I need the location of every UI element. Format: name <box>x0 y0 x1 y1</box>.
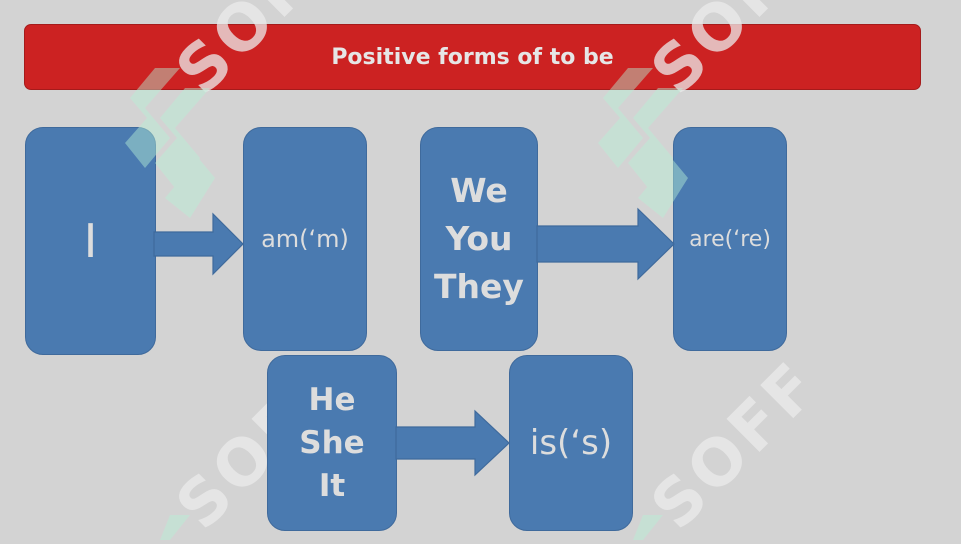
pronoun-i-label: I <box>83 214 98 268</box>
watermark-logo-icon <box>125 68 215 218</box>
watermark-logo-icon <box>598 68 688 218</box>
verb-is-label: is(‘s) <box>529 423 613 463</box>
verb-am-label: am(‘m) <box>261 225 349 253</box>
verb-are-box: are(‘re) <box>673 127 787 351</box>
pronoun-we-you-they-label: We You They <box>434 171 524 306</box>
arrow-i-to-am <box>153 212 244 276</box>
verb-are-label: are(‘re) <box>689 226 771 252</box>
arrow-he-to-is <box>395 409 510 477</box>
title-bar: Positive forms of to be <box>24 24 921 90</box>
watermark-logo-icon <box>633 515 663 540</box>
title-text: Positive forms of to be <box>331 44 614 70</box>
pronoun-i-box: I <box>25 127 156 355</box>
pronoun-he-she-it-box: He She It <box>267 355 397 531</box>
verb-is-box: is(‘s) <box>509 355 633 531</box>
verb-am-box: am(‘m) <box>243 127 367 351</box>
watermark-logo-icon <box>160 515 190 540</box>
pronoun-we-you-they-box: We You They <box>420 127 538 351</box>
pronoun-he-she-it-label: He She It <box>299 381 365 504</box>
arrow-we-to-are <box>536 207 675 281</box>
